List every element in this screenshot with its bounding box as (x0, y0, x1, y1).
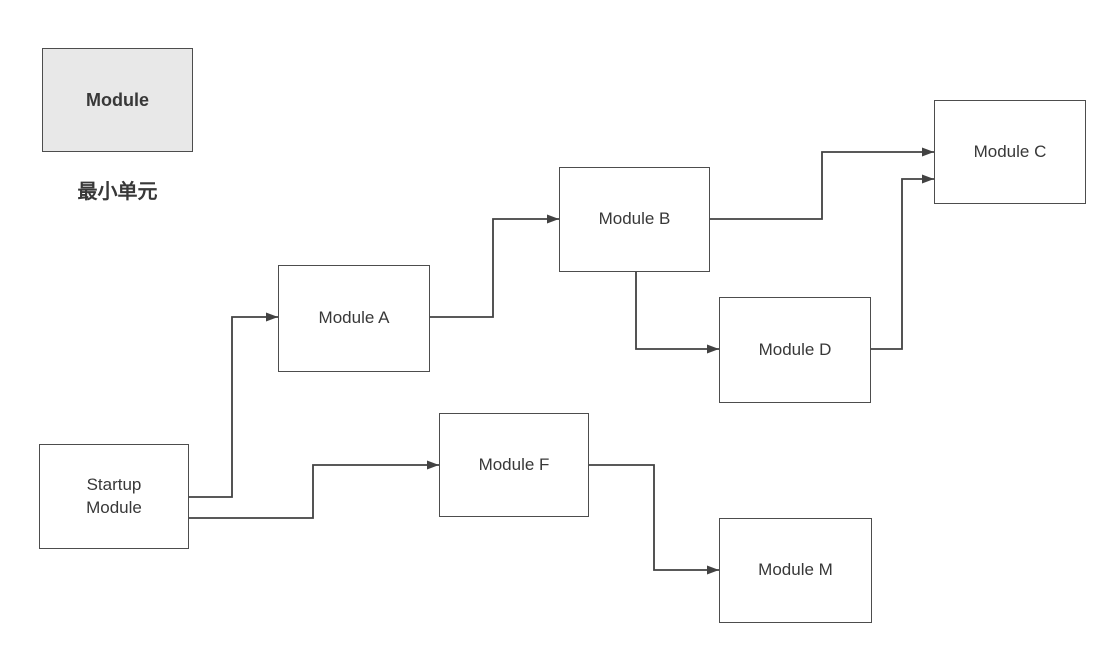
node-legend-module: Module (42, 48, 193, 152)
edge-startup-to-module-f (189, 460, 439, 519)
edge-startup-to-module-a (189, 312, 278, 498)
edge-module-d-to-module-c (871, 174, 934, 350)
edge-module-f-to-module-m (589, 464, 719, 575)
legend-caption: 最小单元 (77, 181, 158, 203)
edge-module-a-to-module-b (430, 214, 559, 318)
edge-module-b-to-module-c (710, 147, 934, 220)
node-module-a: Module A (278, 265, 430, 372)
node-startup-module: Startup Module (39, 444, 189, 549)
edge-module-b-to-module-d (635, 272, 719, 354)
node-module-b: Module B (559, 167, 710, 272)
node-module-d: Module D (719, 297, 871, 403)
node-module-f: Module F (439, 413, 589, 517)
node-module-m: Module M (719, 518, 872, 623)
node-module-c: Module C (934, 100, 1086, 204)
